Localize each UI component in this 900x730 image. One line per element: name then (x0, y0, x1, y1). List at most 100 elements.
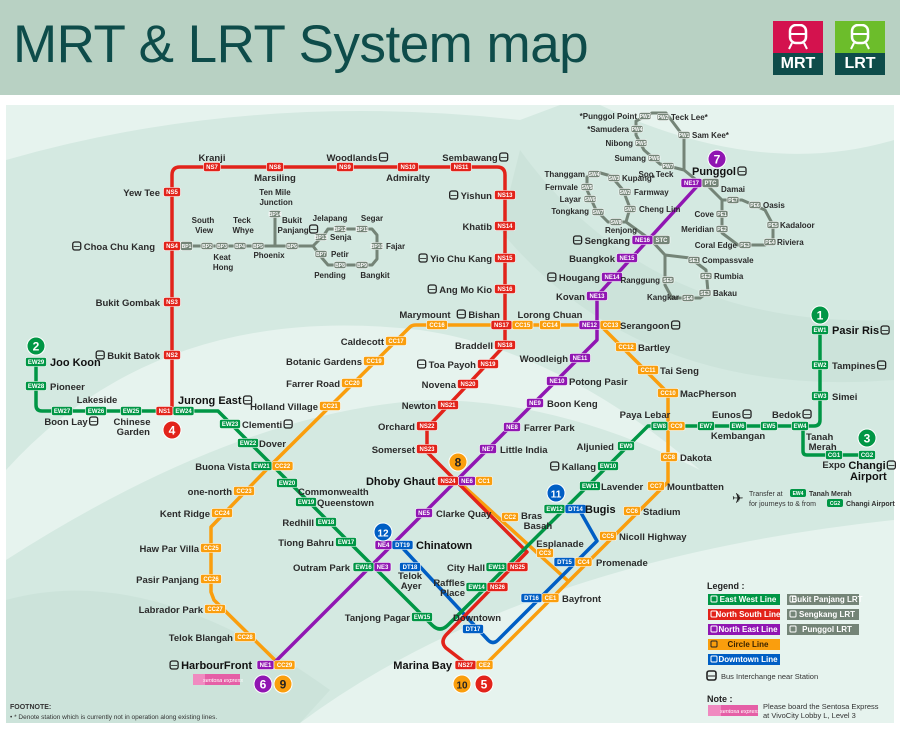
station-label[interactable]: Soo Teck (639, 170, 675, 179)
station-label[interactable]: Meridian (681, 225, 714, 234)
station-label[interactable]: Yishun (461, 191, 493, 202)
station-label[interactable]: Woodleigh (520, 354, 569, 365)
station-label[interactable]: Dakota (680, 453, 712, 464)
station-label[interactable]: Bras Basah (521, 511, 552, 532)
station-label[interactable]: Nicoll Highway (619, 532, 687, 543)
station-label[interactable]: Lavender (601, 482, 644, 493)
station-label[interactable]: Cheng Lim (639, 205, 680, 214)
station-label[interactable]: Pasir Ris (832, 325, 879, 337)
station-label[interactable]: Petir (331, 250, 349, 259)
station-label[interactable]: Labrador Park (139, 605, 204, 616)
station-label[interactable]: Kallang (562, 462, 597, 473)
station-label[interactable]: Raffles Place (433, 578, 465, 599)
station-label[interactable]: Boon Lay (44, 417, 88, 428)
station-label[interactable]: Kadaloor (780, 221, 815, 230)
station-label[interactable]: Chinese Garden (114, 417, 151, 438)
station-label[interactable]: Changi Airport (847, 460, 887, 483)
station-label[interactable]: Sam Kee* (692, 131, 730, 140)
station-label[interactable]: Haw Par Villa (140, 544, 200, 555)
station-label[interactable]: Dhoby Ghaut (366, 476, 435, 488)
station-label[interactable]: Khatib (462, 222, 492, 233)
station-label[interactable]: South View (192, 216, 215, 235)
station-label[interactable]: Teck Whye (230, 216, 254, 235)
station-label[interactable]: Potong Pasir (569, 377, 628, 388)
station-label[interactable]: Redhill (282, 518, 314, 529)
station-label[interactable]: Kangkar (647, 293, 679, 302)
station-label[interactable]: Tanjong Pagar (345, 613, 411, 624)
station-label[interactable]: Oasis (763, 201, 785, 210)
station-label[interactable]: Bukit Batok (107, 351, 161, 362)
station-label[interactable]: Farmway (634, 188, 669, 197)
station-label[interactable]: Damai (721, 185, 745, 194)
station-label[interactable]: Rumbia (714, 272, 744, 281)
station-label[interactable]: Sembawang (442, 153, 498, 164)
station-label[interactable]: Boon Keng (547, 399, 598, 410)
station-label[interactable]: Simei (832, 392, 857, 403)
station-label[interactable]: Tampines (832, 361, 876, 372)
station-label[interactable]: Fajar (386, 242, 405, 251)
station-label[interactable]: Botanic Gardens (286, 357, 362, 368)
station-label[interactable]: Jurong East (178, 395, 242, 407)
station-label[interactable]: Thanggam (545, 170, 585, 179)
station-label[interactable]: Bukit Panjang (275, 216, 308, 235)
station-label[interactable]: Fernvale (545, 183, 578, 192)
station-label[interactable]: Little India (500, 445, 548, 456)
station-label[interactable]: Clarke Quay (436, 509, 492, 520)
